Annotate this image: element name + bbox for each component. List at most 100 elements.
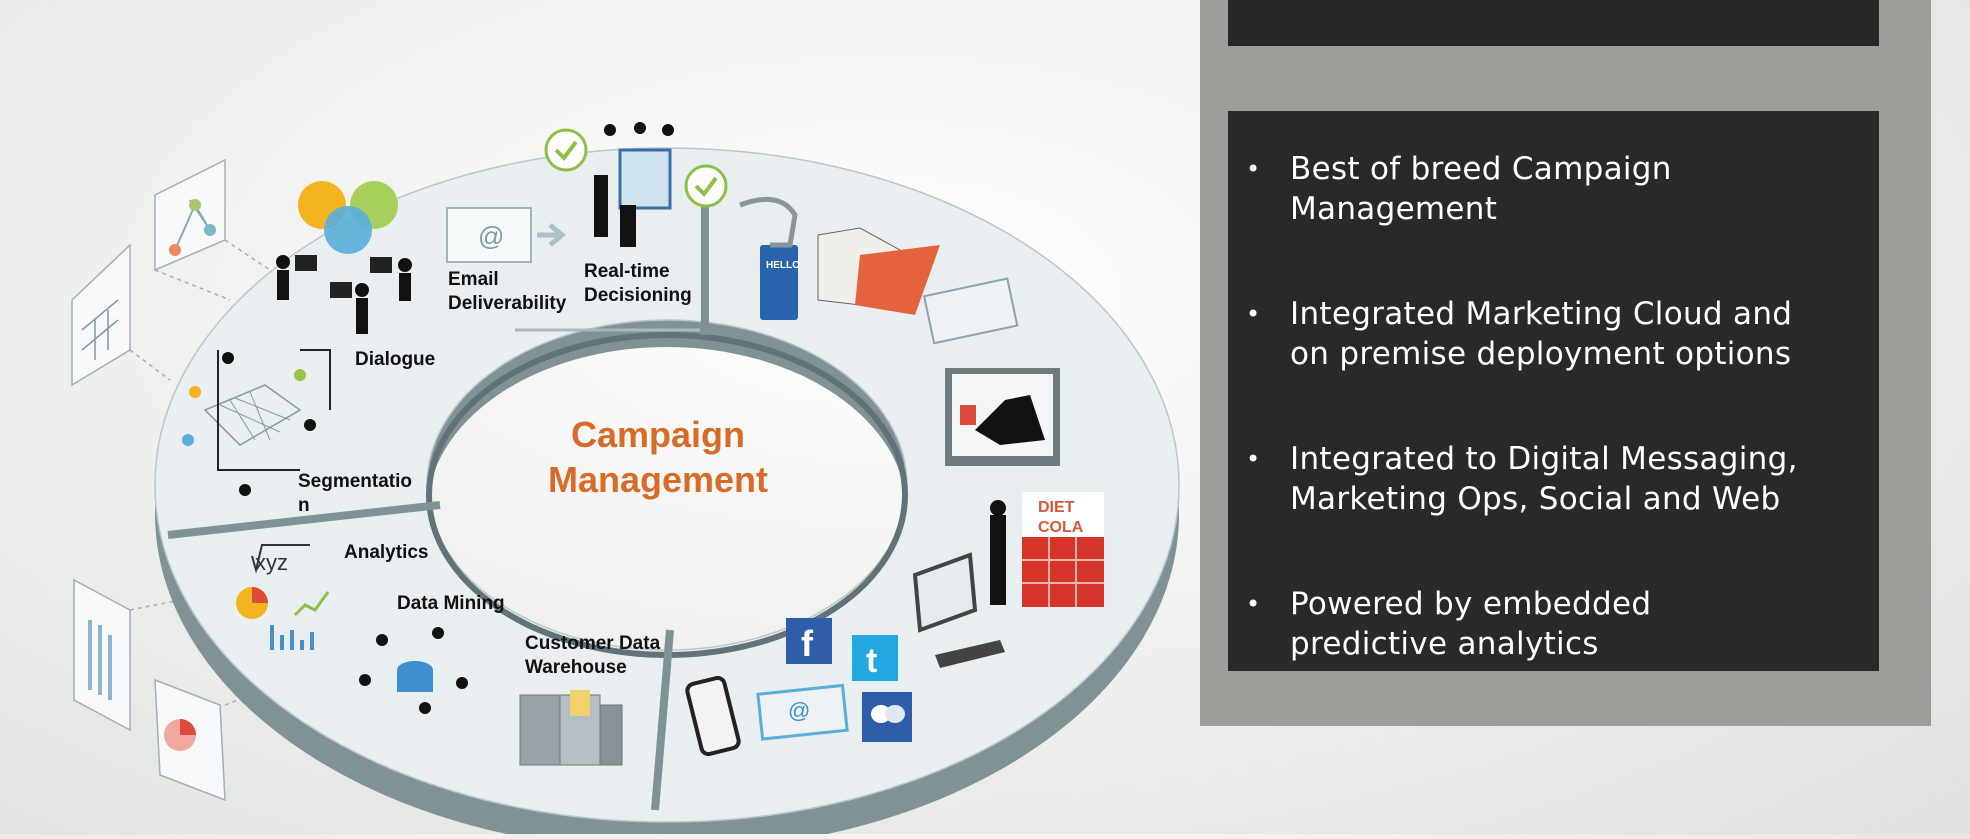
filing-cabinet-icon bbox=[519, 694, 561, 766]
person-icon-body bbox=[399, 273, 411, 301]
bullet-item: • Powered by embedded predictive analyti… bbox=[1246, 584, 1849, 664]
speech-bubble-blue-icon bbox=[324, 206, 372, 254]
label-segmentation-line1: Segmentatio bbox=[298, 471, 413, 492]
bullet-dot: • bbox=[1246, 155, 1261, 183]
network-node-green bbox=[189, 199, 201, 211]
person-icon bbox=[419, 702, 431, 714]
checkmark-badge-icon bbox=[544, 128, 588, 172]
person-icon-body bbox=[594, 175, 608, 237]
label-segmentation: Segmentatio n bbox=[298, 470, 412, 518]
person-icon bbox=[604, 124, 616, 136]
bullet-text-line1: Powered by embedded bbox=[1290, 586, 1652, 622]
facebook-icon bbox=[786, 618, 832, 664]
realtime-icon-group bbox=[544, 122, 728, 247]
bullet-dot: • bbox=[1246, 300, 1261, 328]
email-card-icon bbox=[756, 683, 849, 741]
at-sign-icon-2: @ bbox=[788, 698, 810, 723]
computer-icon bbox=[370, 257, 392, 273]
envelope-icon bbox=[446, 207, 532, 263]
hello-badge-text: HELLO bbox=[766, 260, 800, 271]
bullet-text-line1: Integrated Marketing Cloud and bbox=[1290, 296, 1793, 332]
checkmark-icon bbox=[554, 140, 578, 162]
center-title-line2: Management bbox=[547, 459, 769, 500]
marketing-channels-icon-group: HELLO DIET COLA f t @ bbox=[685, 196, 1104, 757]
label-realtime-decisioning: Real-time Decisioning bbox=[584, 260, 692, 308]
person-icon bbox=[359, 674, 371, 686]
bar-chart-icon bbox=[270, 625, 314, 650]
twitter-letter: t bbox=[866, 642, 877, 680]
grid-chart-lines bbox=[81, 299, 119, 360]
center-title: Campaign Management bbox=[518, 412, 798, 502]
bar-chart-bars bbox=[88, 620, 112, 700]
person-icon bbox=[294, 369, 306, 381]
segmentation-grid-icon bbox=[203, 384, 302, 446]
sqrt-icon bbox=[251, 544, 310, 574]
network-node-orange bbox=[169, 244, 181, 256]
label-realtime-line2: Decisioning bbox=[584, 285, 692, 306]
panel-connector-lines bbox=[129, 239, 301, 706]
diet-cola-sign-icon bbox=[1022, 492, 1104, 537]
line-chart-icon bbox=[293, 591, 330, 617]
person-icon bbox=[304, 419, 316, 431]
computer-icon bbox=[295, 255, 317, 271]
label-data-mining: Data Mining bbox=[397, 593, 505, 614]
person-icon bbox=[182, 434, 194, 446]
pie-chart-slice bbox=[180, 719, 196, 735]
label-segmentation-line2: n bbox=[298, 495, 310, 516]
label-cdw-line2: Warehouse bbox=[525, 657, 627, 678]
keyboard-icon bbox=[935, 640, 1005, 668]
bullet-dot: • bbox=[1246, 445, 1261, 473]
bullet-text-line1: Best of breed Campaign bbox=[1290, 151, 1672, 187]
arrow-right-icon bbox=[537, 223, 566, 247]
email-icon-group: @ bbox=[446, 207, 566, 263]
mobile-phone-icon bbox=[685, 675, 741, 757]
segmentation-icon-group bbox=[182, 349, 331, 496]
center-title-line1: Campaign bbox=[570, 414, 746, 455]
person-icon bbox=[376, 634, 388, 646]
person-icon bbox=[189, 386, 201, 398]
person-icon bbox=[355, 283, 369, 297]
person-icon bbox=[432, 627, 444, 639]
label-email-line2: Deliverability bbox=[448, 293, 567, 314]
info-panel: • Best of breed Campaign Management • In… bbox=[1200, 0, 1931, 726]
screen-icon bbox=[618, 148, 672, 210]
soda-crate-icon bbox=[1022, 537, 1104, 607]
label-cdw-line1: Customer Data bbox=[525, 633, 661, 654]
person-icon bbox=[276, 255, 290, 269]
network-chart-lines bbox=[174, 199, 211, 251]
bullet-item: • Integrated to Digital Messaging, Marke… bbox=[1246, 439, 1849, 519]
folder-icon bbox=[570, 690, 590, 716]
desktop-computer-icon bbox=[912, 552, 978, 633]
bullet-text-line2: predictive analytics bbox=[1290, 626, 1599, 662]
checkmark-icon bbox=[694, 176, 718, 198]
person-icon bbox=[222, 352, 234, 364]
bullet-text-line1: Integrated to Digital Messaging, bbox=[1290, 441, 1798, 477]
segment-divider-bottom bbox=[651, 629, 674, 811]
person-icon bbox=[239, 484, 251, 496]
envelope-icon bbox=[922, 277, 1019, 345]
facebook-letter: f bbox=[801, 623, 814, 664]
checkmark-badge-icon bbox=[684, 164, 728, 208]
network-node-blue bbox=[204, 224, 216, 236]
bullet-item: • Integrated Marketing Cloud and on prem… bbox=[1246, 294, 1849, 374]
person-icon bbox=[662, 124, 674, 136]
segment-divider-left bbox=[167, 501, 441, 539]
presenter-icon bbox=[975, 395, 1045, 445]
label-email-deliverability: Email Deliverability bbox=[448, 268, 566, 316]
lanyard-icon bbox=[739, 196, 798, 248]
warehouse-icon-group bbox=[519, 690, 623, 766]
person-icon-body bbox=[356, 298, 368, 334]
ring-diagram-svg: @ xyz bbox=[71, 122, 1180, 839]
label-analytics: Analytics bbox=[344, 542, 429, 563]
label-customer-data-warehouse: Customer Data Warehouse bbox=[525, 632, 660, 680]
person-icon-body bbox=[620, 205, 636, 247]
at-sign-icon: @ bbox=[478, 221, 504, 251]
data-mining-icon-group bbox=[359, 627, 468, 714]
label-dialogue: Dialogue bbox=[355, 349, 436, 370]
name-badge-icon bbox=[760, 245, 798, 320]
person-icon-body bbox=[990, 515, 1006, 605]
bullet-item: • Best of breed Campaign Management bbox=[1246, 149, 1849, 229]
dialogue-icon-group bbox=[276, 181, 412, 334]
panel-header-bar bbox=[1228, 0, 1879, 46]
person-icon bbox=[456, 677, 468, 689]
